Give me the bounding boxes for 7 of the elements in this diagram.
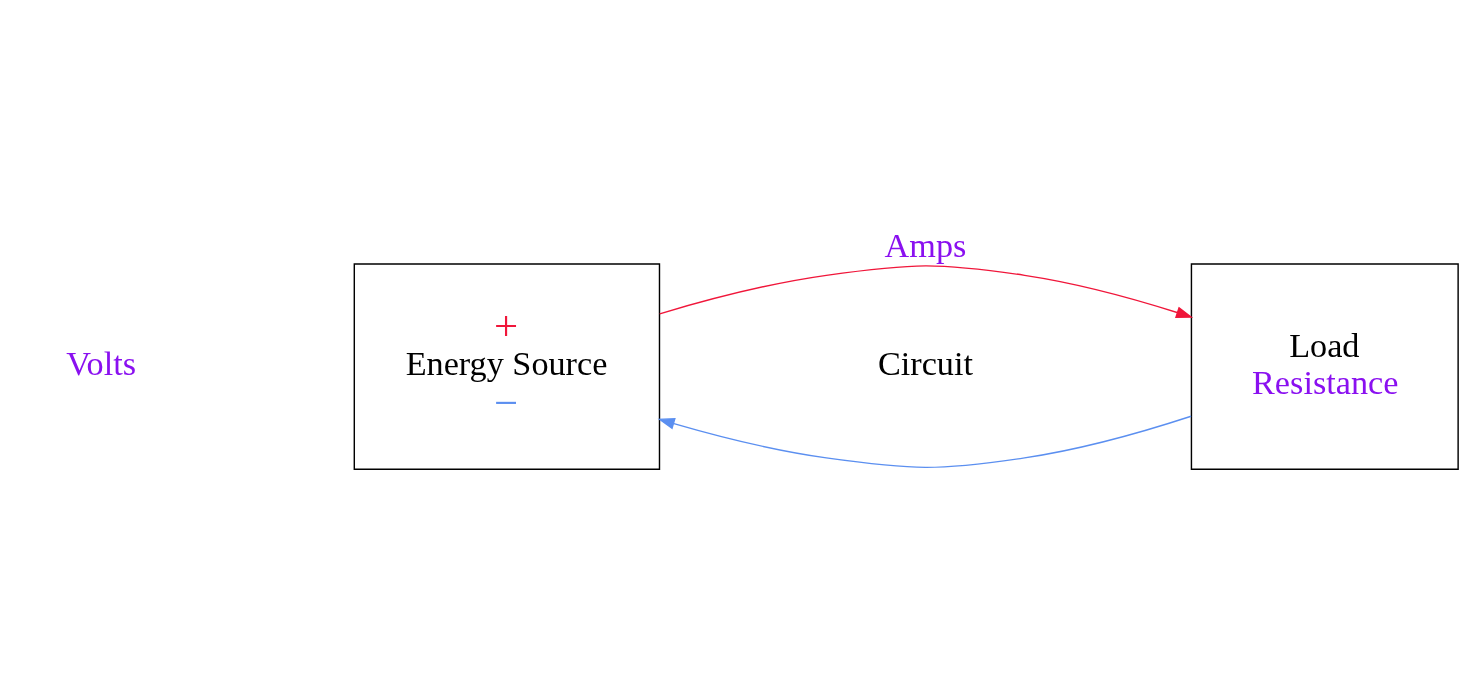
edge-label: Amps: [884, 226, 967, 264]
label: Volts: [66, 344, 137, 382]
arrow: [657, 415, 1192, 468]
node-box: Load Resistance: [1190, 262, 1459, 470]
node-box: + Energy Source −: [353, 262, 661, 470]
label: Circuit: [877, 344, 973, 382]
arrow: [659, 264, 1194, 318]
